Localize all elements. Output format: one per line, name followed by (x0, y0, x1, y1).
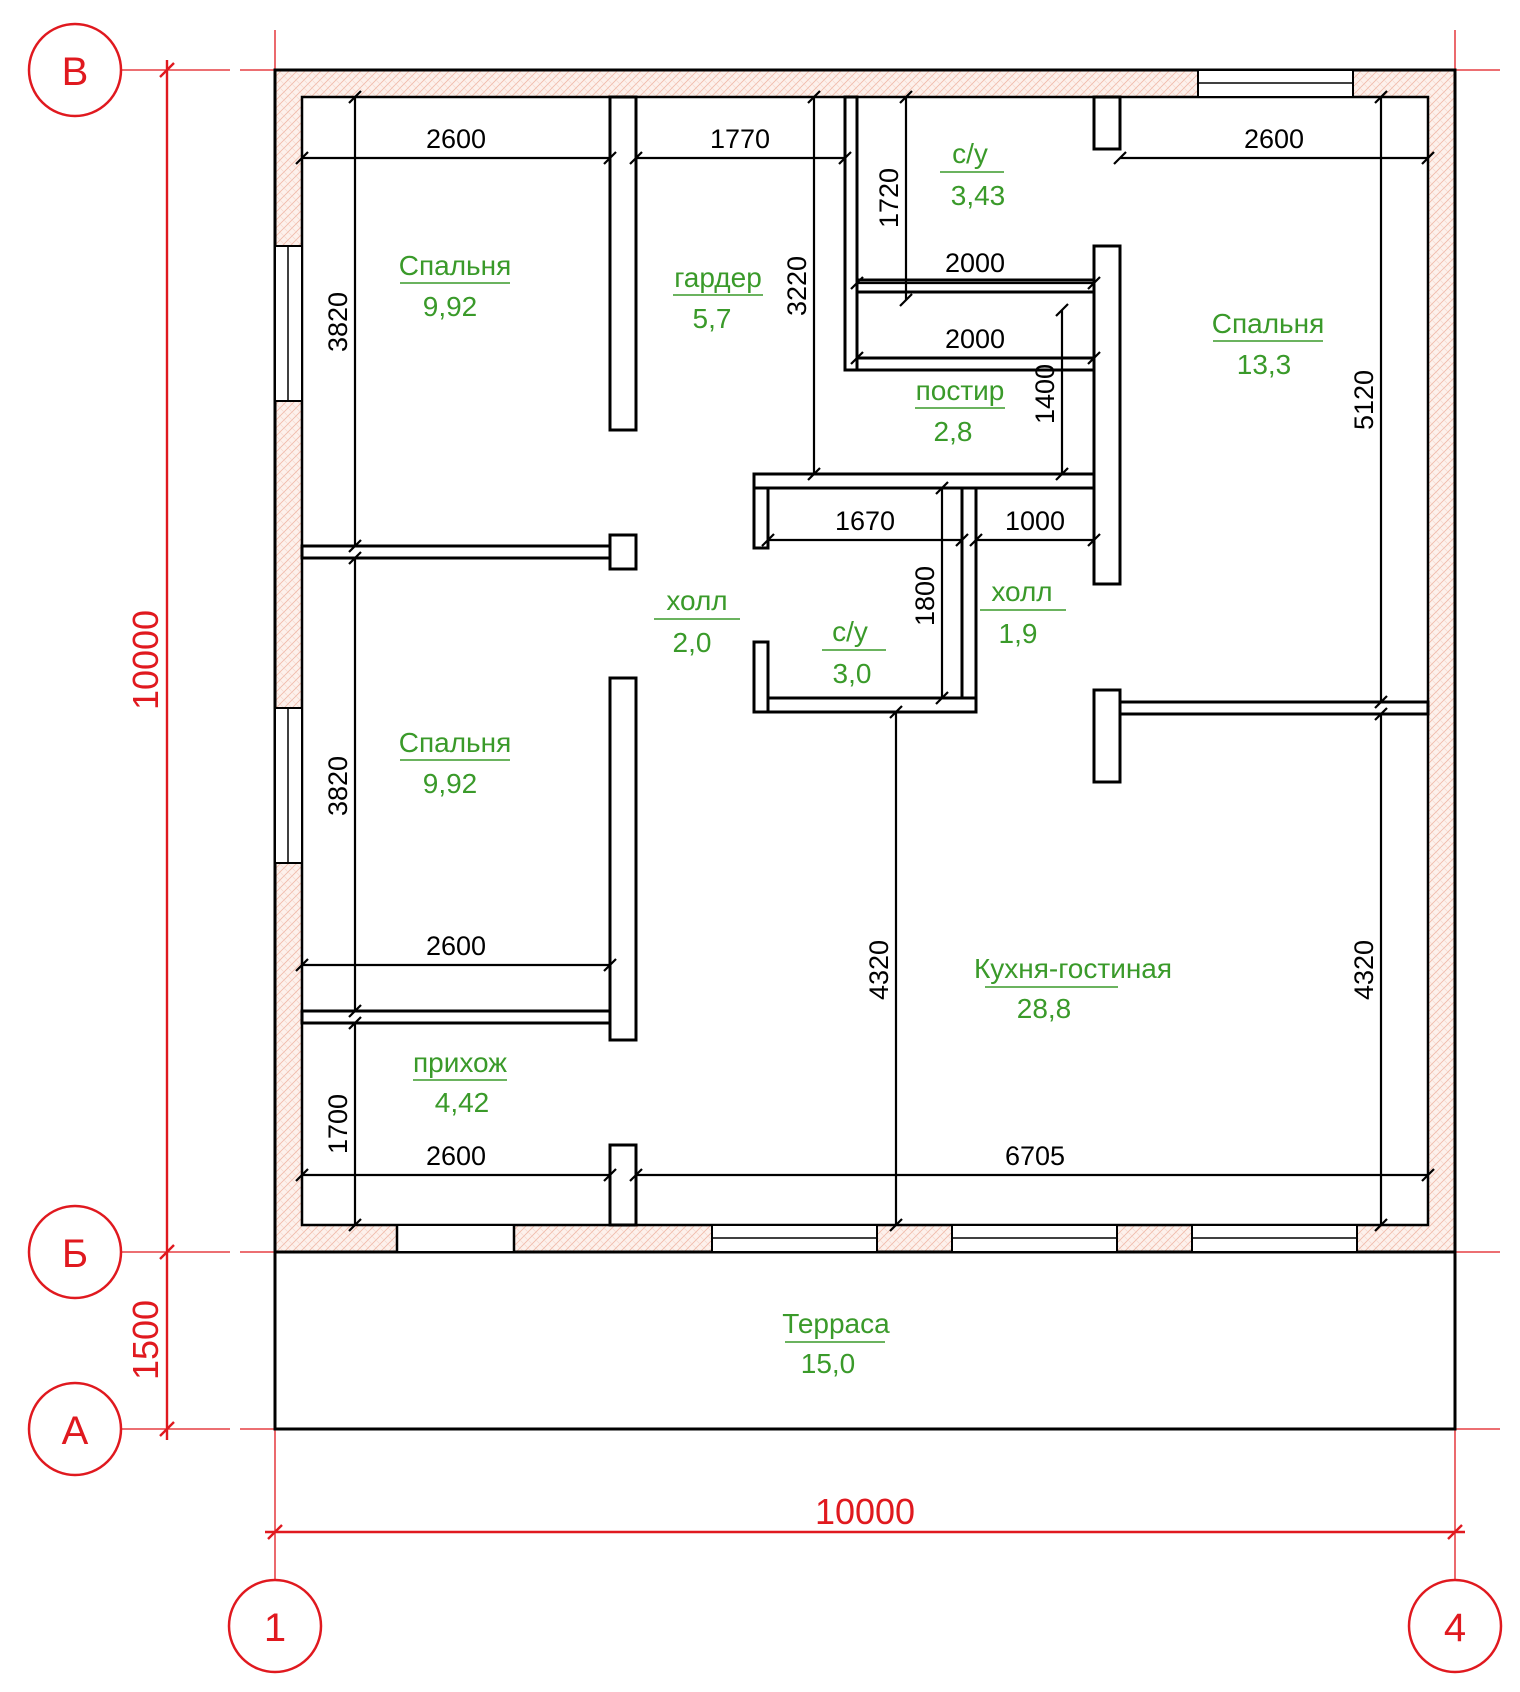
svg-text:А: А (62, 1409, 89, 1453)
room-entry: прихож 4,42 (413, 1047, 507, 1118)
svg-text:Спальня: Спальня (399, 250, 512, 281)
room-kitchen: Кухня-гостиная 28,8 (974, 953, 1172, 1024)
room-wc-center: с/у 3,0 (822, 616, 886, 689)
svg-text:гардер: гардер (674, 262, 762, 293)
axis-bubble-1: 1 (227, 1578, 323, 1674)
svg-text:28,8: 28,8 (1017, 993, 1072, 1024)
dim-1000: 1000 (1005, 506, 1065, 536)
dim-1670: 1670 (835, 506, 895, 536)
axis-bubble-a: А (27, 1381, 123, 1477)
overall-dimensions: 10000 1500 10000 (125, 60, 1465, 1540)
dim-2000-a: 2000 (945, 248, 1005, 278)
dim-2600-d: 2600 (426, 1141, 486, 1171)
dim-1770: 1770 (710, 124, 770, 154)
dim-2600-c: 2600 (426, 931, 486, 961)
dim-2600-a: 2600 (426, 124, 486, 154)
svg-text:с/у: с/у (952, 138, 988, 169)
svg-text:Спальня: Спальня (1212, 308, 1325, 339)
overall-height-main: 10000 (125, 610, 166, 710)
dimension-lines: 2600 1770 2600 1720 2000 2000 3220 (295, 90, 1435, 1232)
svg-text:15,0: 15,0 (801, 1348, 856, 1379)
dim-1800: 1800 (910, 566, 940, 626)
svg-text:Терраса: Терраса (782, 1308, 890, 1339)
svg-text:9,92: 9,92 (423, 291, 478, 322)
dim-3820-a: 3820 (323, 292, 353, 352)
room-labels: Спальня 9,92 гардер 5,7 с/у 3,43 постир … (399, 138, 1325, 1379)
room-hall-center: холл 2,0 (654, 585, 740, 658)
svg-text:4,42: 4,42 (435, 1087, 490, 1118)
dim-1400: 1400 (1030, 364, 1060, 424)
dim-4320-a: 4320 (864, 940, 894, 1000)
dim-3220: 3220 (782, 256, 812, 316)
room-hall-right: холл 1,9 (980, 576, 1066, 649)
dim-3820-b: 3820 (323, 756, 353, 816)
axis-bubble-v: В (27, 22, 123, 118)
room-linen: постир 2,8 (915, 375, 1005, 447)
room-bedroom-top-left: Спальня 9,92 (399, 250, 512, 322)
svg-text:3,0: 3,0 (833, 658, 872, 689)
dim-6705: 6705 (1005, 1141, 1065, 1171)
room-bedroom-bottom-left: Спальня 9,92 (399, 727, 512, 799)
room-wc-top: с/у 3,43 (940, 138, 1005, 211)
room-terrace: Терраса 15,0 (782, 1308, 890, 1379)
dim-1700: 1700 (323, 1094, 353, 1154)
room-bedroom-right: Спальня 13,3 (1212, 308, 1325, 380)
svg-text:4: 4 (1444, 1606, 1466, 1650)
svg-text:5,7: 5,7 (693, 303, 732, 334)
svg-text:1: 1 (264, 1606, 286, 1650)
axis-bubble-4: 4 (1407, 1578, 1503, 1674)
svg-text:Спальня: Спальня (399, 727, 512, 758)
terrace-outline (273, 1250, 1457, 1431)
svg-text:Кухня-гостиная: Кухня-гостиная (974, 953, 1172, 984)
dim-4320-b: 4320 (1349, 940, 1379, 1000)
room-wardrobe: гардер 5,7 (673, 262, 763, 334)
svg-text:2,0: 2,0 (673, 627, 712, 658)
svg-text:1,9: 1,9 (999, 618, 1038, 649)
svg-text:13,3: 13,3 (1237, 349, 1292, 380)
axis-bubble-b: Б (27, 1204, 123, 1300)
openings (274, 69, 1358, 1253)
svg-text:9,92: 9,92 (423, 768, 478, 799)
svg-text:3,43: 3,43 (951, 180, 1006, 211)
dim-5120: 5120 (1349, 370, 1379, 430)
svg-text:Б: Б (62, 1232, 88, 1276)
svg-text:холл: холл (666, 585, 727, 616)
dim-1720: 1720 (874, 168, 904, 228)
svg-text:с/у: с/у (832, 616, 868, 647)
svg-text:В: В (62, 50, 89, 94)
overall-height-terrace: 1500 (125, 1300, 166, 1380)
svg-text:прихож: прихож (413, 1047, 507, 1078)
svg-text:постир: постир (916, 375, 1005, 406)
svg-text:холл: холл (991, 576, 1052, 607)
svg-text:2,8: 2,8 (934, 416, 973, 447)
dim-2600-b: 2600 (1244, 124, 1304, 154)
overall-width: 10000 (815, 1491, 915, 1532)
dim-2000-b: 2000 (945, 324, 1005, 354)
